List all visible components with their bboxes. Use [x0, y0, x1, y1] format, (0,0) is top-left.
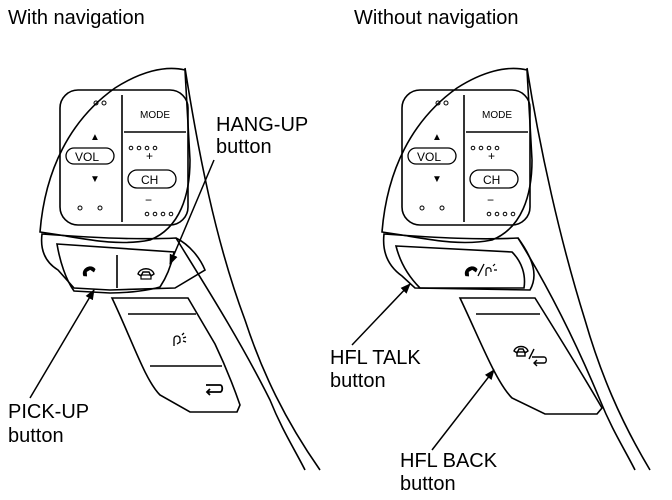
ch-minus-label: −	[145, 193, 152, 207]
wheel-rim-line-inner	[175, 237, 306, 471]
title-without-navigation: Without navigation	[354, 7, 519, 29]
wheel-rim-line-outer	[184, 67, 321, 471]
wheel-rim-line-inner-right	[517, 237, 636, 471]
switch-panel-right	[401, 89, 531, 226]
hfl-back-leader	[431, 369, 495, 451]
hangup-back-combo-icon	[513, 345, 547, 367]
pick-up-label: PICK-UP	[8, 401, 90, 423]
back-arrow-icon	[205, 384, 224, 396]
hang-up-label: HANG-UP	[216, 114, 309, 136]
talk-back-pod	[110, 297, 241, 413]
pick-up-label-sub: button	[8, 425, 64, 447]
voice-talk-icon	[173, 332, 187, 346]
vol-down-arrow: ▼	[90, 174, 100, 185]
hfl-talk-label: HFL TALK	[330, 347, 421, 369]
without-navigation-assembly	[381, 67, 651, 471]
vol-label-right: VOL	[417, 150, 441, 164]
phone-hangup-icon	[137, 268, 155, 280]
mode-label-right: MODE	[482, 110, 512, 121]
pick-up-leader	[29, 289, 95, 399]
hang-up-label-sub: button	[216, 136, 272, 158]
wheel-rim-line-outer-right	[526, 67, 651, 471]
ch-label: CH	[141, 173, 158, 187]
hfl-talk-label-sub: button	[330, 370, 386, 392]
vol-down-arrow-right: ▼	[432, 174, 442, 185]
hfl-back-label: HFL BACK	[400, 450, 498, 472]
left-panel-glyphs: MODE ▲ VOL ▼ + CH −	[65, 100, 224, 396]
hang-up-leader	[169, 159, 215, 265]
button-carrier	[40, 233, 207, 291]
ch-label-right: CH	[483, 173, 500, 187]
ch-minus-label-right: −	[487, 193, 494, 207]
title-with-navigation: With navigation	[8, 7, 145, 29]
vol-up-arrow-right: ▲	[432, 132, 442, 143]
vol-label: VOL	[75, 150, 99, 164]
pickup-hangup-pod	[56, 243, 175, 294]
hfl-back-label-sub: button	[400, 473, 456, 495]
right-panel-glyphs: MODE ▲ VOL ▼ + CH −	[407, 100, 547, 367]
ch-plus-label-right: +	[488, 149, 495, 163]
mode-label: MODE	[140, 110, 170, 121]
hfl-talk-leader	[351, 283, 411, 346]
phone-voice-combo-icon	[464, 263, 497, 277]
vol-up-arrow: ▲	[90, 132, 100, 143]
switch-panel	[59, 89, 189, 226]
button-carrier-right	[382, 233, 535, 291]
ch-plus-label: +	[146, 149, 153, 163]
talk-combo-pod	[394, 245, 526, 289]
back-combo-pod	[458, 297, 603, 415]
with-navigation-assembly	[39, 67, 321, 471]
phone-pickup-icon	[82, 266, 96, 277]
